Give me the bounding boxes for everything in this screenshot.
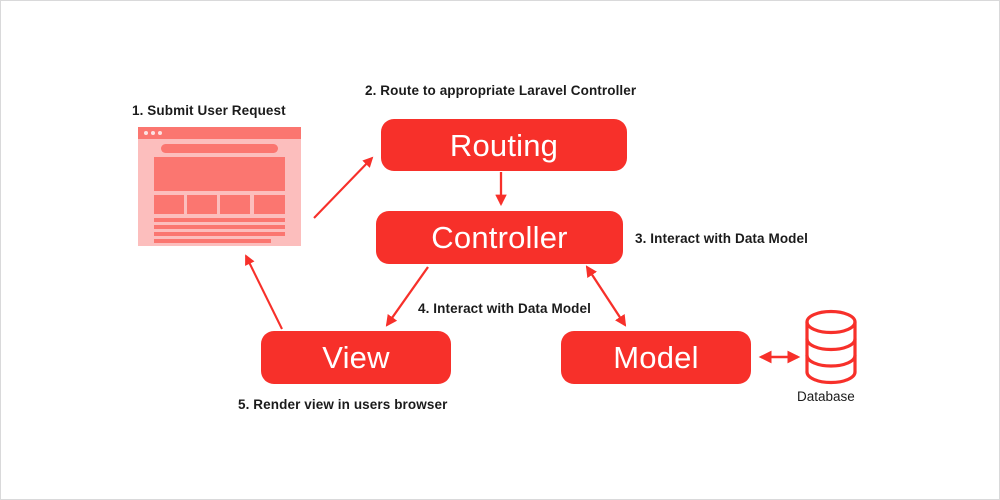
mockup-window-dot-minimize-icon xyxy=(151,131,155,135)
node-view-label: View xyxy=(322,340,390,375)
mockup-window-dot-close-icon xyxy=(144,131,148,135)
mockup-titlebar xyxy=(138,127,301,139)
node-model-label: Model xyxy=(613,340,699,375)
connector-controller-to-model xyxy=(585,265,627,327)
database-icon xyxy=(805,309,857,385)
mockup-card-2 xyxy=(187,195,217,214)
mockup-text-line-1 xyxy=(154,218,285,222)
mockup-url-bar xyxy=(161,144,278,153)
node-controller[interactable]: Controller xyxy=(376,211,623,264)
caption-step-4: 4. Interact with Data Model xyxy=(418,301,591,316)
node-view[interactable]: View xyxy=(261,331,451,384)
node-routing-label: Routing xyxy=(449,127,559,163)
mockup-text-line-2 xyxy=(154,225,285,229)
caption-step-1: 1. Submit User Request xyxy=(132,103,286,118)
node-controller-label: Controller xyxy=(431,220,568,255)
node-routing[interactable]: Routing xyxy=(381,119,627,171)
mockup-card-1 xyxy=(154,195,184,214)
connector-controller-to-view xyxy=(385,266,429,327)
mockup-text-line-3 xyxy=(154,232,285,236)
mockup-text-line-4 xyxy=(154,239,271,243)
caption-step-3: 3. Interact with Data Model xyxy=(635,231,808,246)
mockup-window-dot-maximize-icon xyxy=(158,131,162,135)
database-label: Database xyxy=(797,389,855,404)
caption-step-5: 5. Render view in users browser xyxy=(238,397,448,412)
connector-view-to-browser xyxy=(245,254,283,330)
node-model[interactable]: Model xyxy=(561,331,751,384)
browser-wireframe-mockup xyxy=(138,127,301,246)
caption-step-2: 2. Route to appropriate Laravel Controll… xyxy=(365,83,637,98)
mockup-card-3 xyxy=(220,195,250,214)
mockup-card-4 xyxy=(254,195,285,214)
connector-browser-to-routing xyxy=(313,156,374,219)
mockup-hero-block xyxy=(154,157,285,191)
